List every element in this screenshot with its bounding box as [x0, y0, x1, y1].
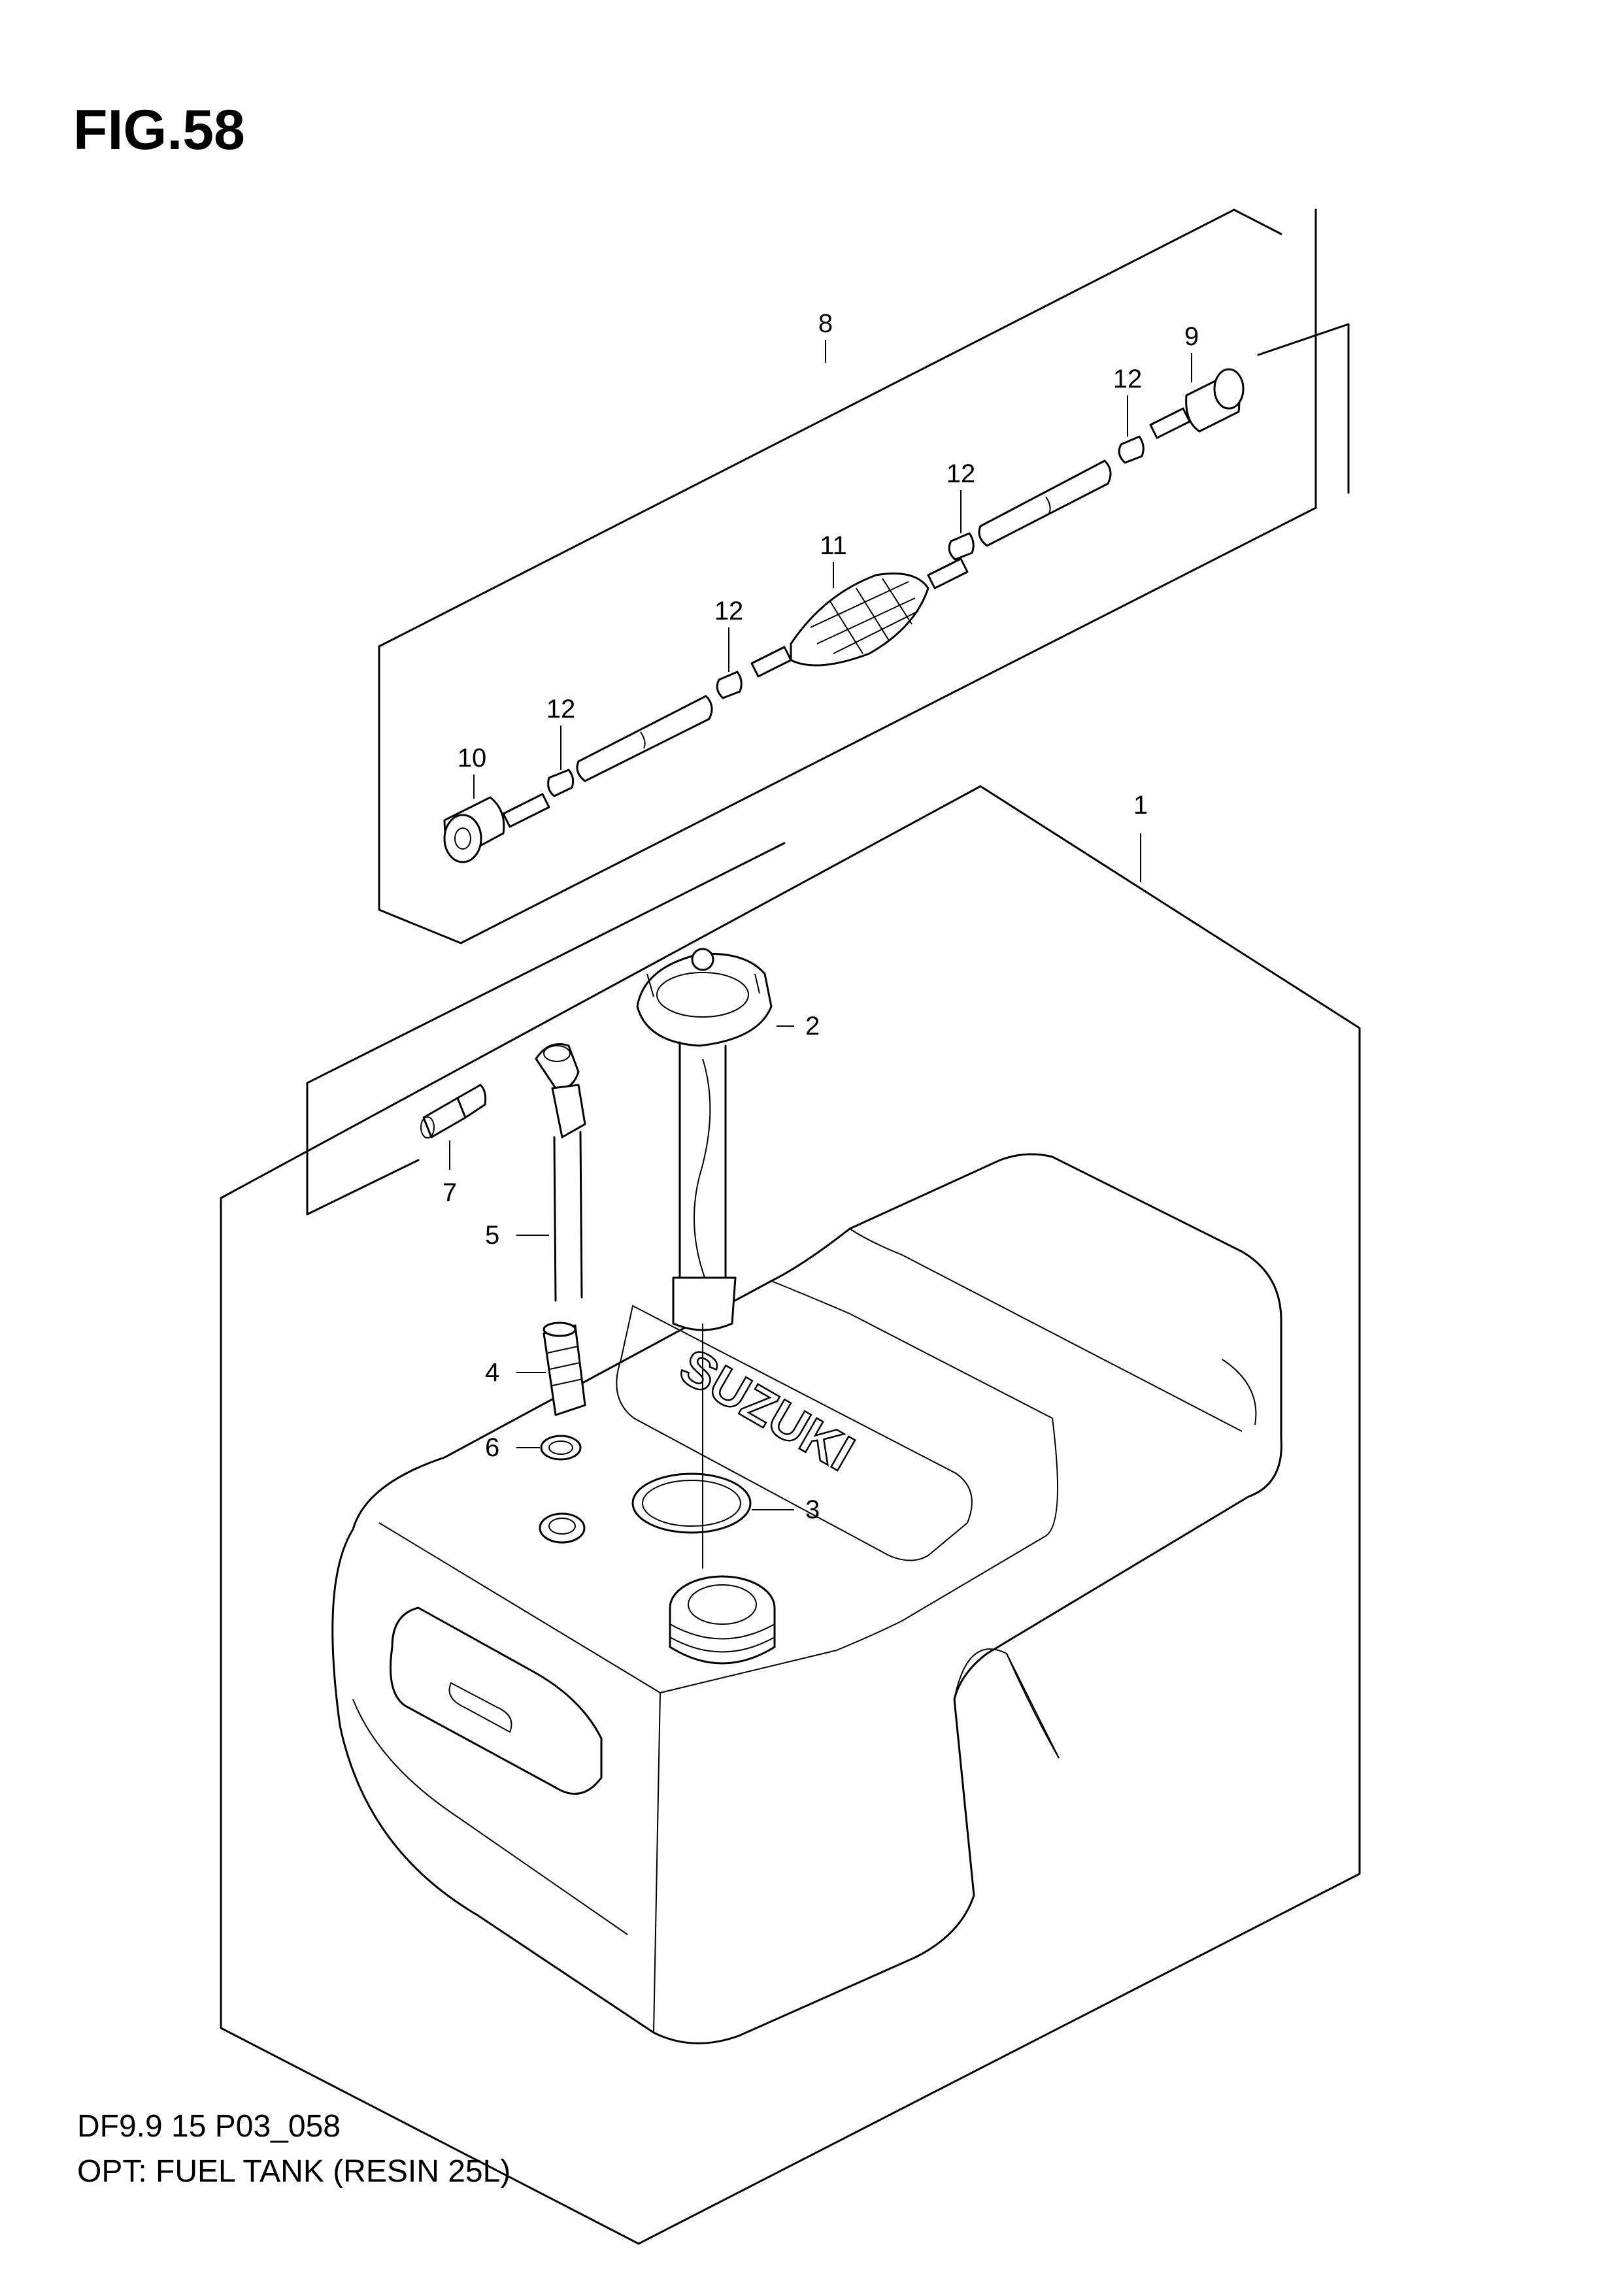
filter-part — [516, 1322, 586, 1416]
tank-logo-text: SUZUKI — [671, 1337, 863, 1482]
callout-1: 1 — [1133, 791, 1148, 820]
callout-10: 10 — [458, 744, 487, 773]
callout-12: 12 — [946, 459, 976, 488]
callout-9: 9 — [1184, 322, 1199, 351]
figure-caption: OPT: FUEL TANK (RESIN 25L) — [77, 2154, 511, 2189]
figure-title: FIG.58 — [73, 99, 245, 161]
o-ring-part — [631, 1472, 794, 1534]
clip-12c-part — [948, 490, 975, 561]
tank-frame — [220, 785, 1361, 2245]
washer-part — [516, 1435, 582, 1461]
hose-segment-2 — [978, 459, 1112, 547]
clip-12d-part — [1118, 395, 1145, 464]
clip-12a-part — [547, 725, 575, 797]
pickup-tube-part — [516, 1043, 586, 1302]
callout-12: 12 — [546, 695, 576, 724]
callout-5: 5 — [485, 1221, 499, 1250]
tank-connector-part — [420, 1084, 487, 1170]
callout-4: 4 — [485, 1358, 499, 1387]
callout-12: 12 — [714, 597, 744, 625]
callout-7: 7 — [443, 1178, 457, 1207]
fuel-tank: SUZUKI — [331, 1153, 1282, 2044]
callout-12: 12 — [1113, 365, 1143, 393]
callout-8: 8 — [818, 309, 833, 338]
connector-10-part — [443, 774, 550, 863]
callout-6: 6 — [485, 1433, 499, 1462]
fuel-gauge-part — [636, 948, 794, 1569]
callout-3: 3 — [805, 1495, 820, 1524]
callout-2: 2 — [805, 1012, 820, 1040]
clip-12b-part — [716, 627, 743, 699]
callout-11: 11 — [820, 531, 847, 560]
primer-bulb-11-part — [750, 557, 969, 678]
hose-segment-1 — [576, 695, 713, 782]
connector-9-part — [1149, 353, 1245, 439]
model-code: DF9.9 15 P03_058 — [77, 2109, 341, 2144]
hose-assembly-frame — [378, 208, 1350, 944]
